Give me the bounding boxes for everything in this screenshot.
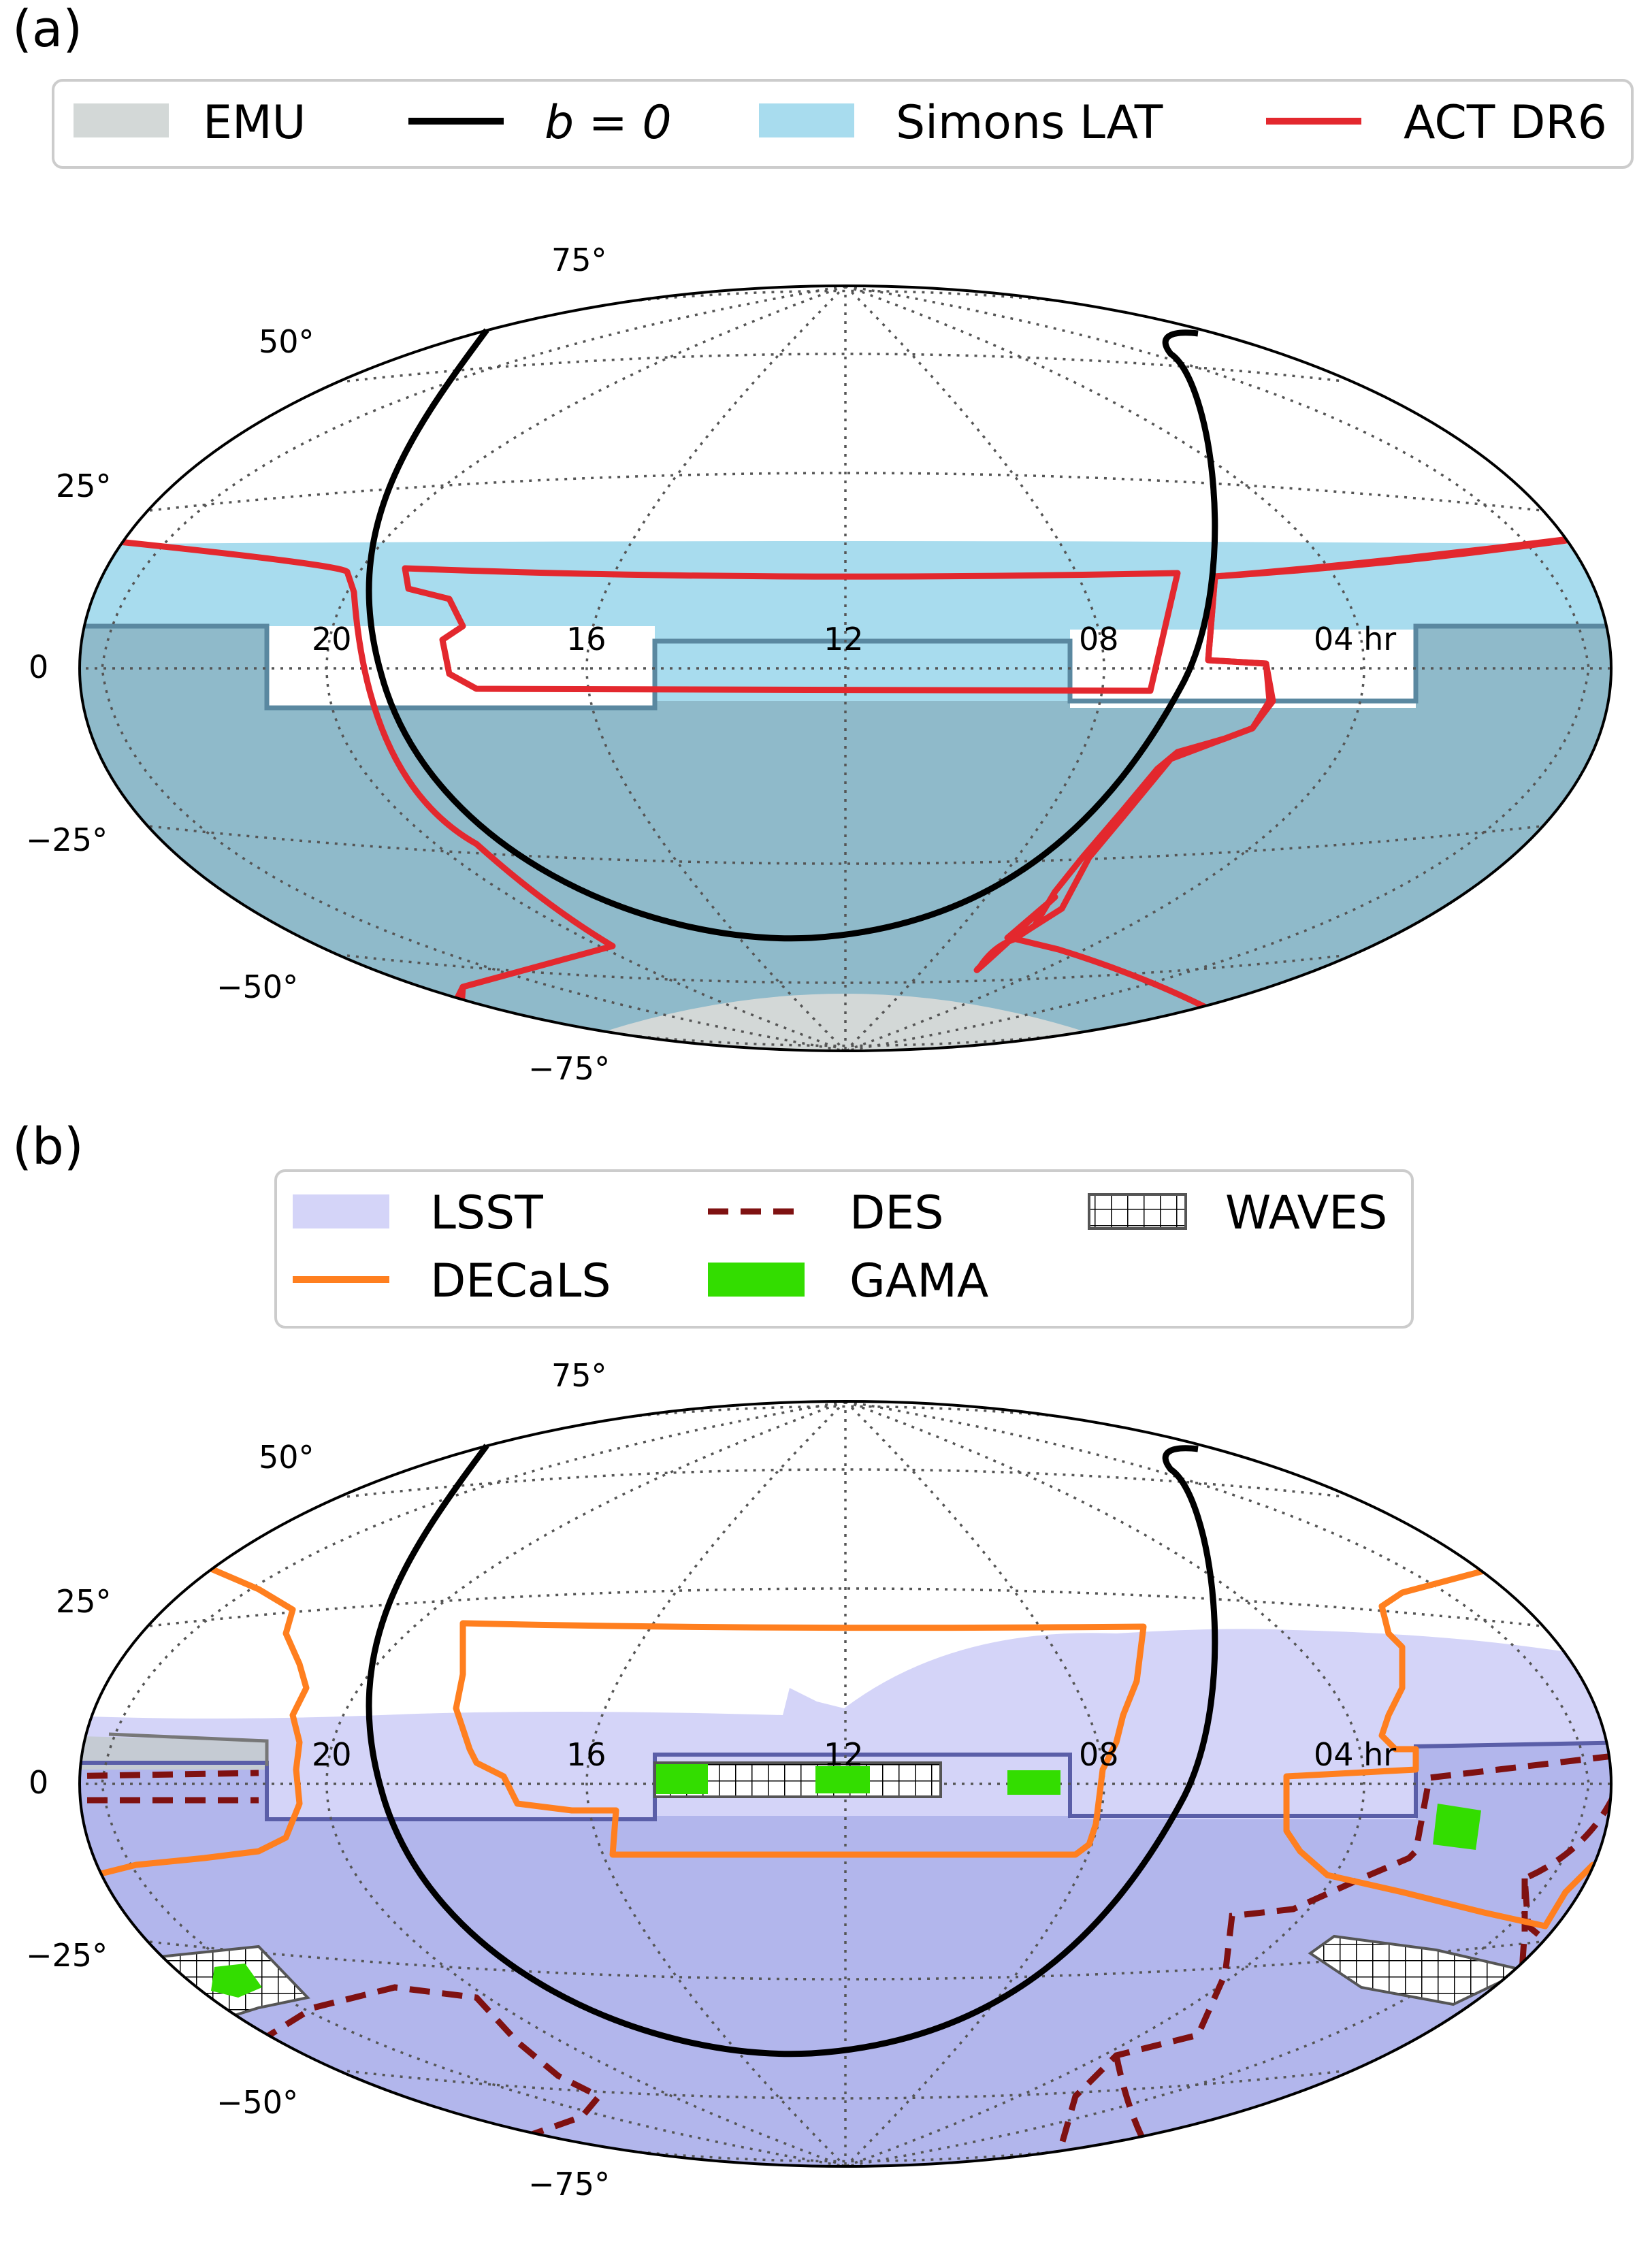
simons-lat-footprint <box>80 541 1611 701</box>
graticule-a <box>80 286 1611 1051</box>
lat-tick-25-a: 25° <box>56 468 112 504</box>
gama-g02 <box>1433 1804 1481 1850</box>
ra-tick-12-b: 12 <box>824 1736 864 1773</box>
ra-tick-20-b: 20 <box>312 1736 352 1773</box>
panel-a-label: (a) <box>12 0 82 59</box>
ra-tick-08-b: 08 <box>1079 1736 1119 1773</box>
lat-tick-0-a: 0 <box>29 649 48 685</box>
legend-swatch-gama <box>708 1263 805 1297</box>
lat-tick-m50-b: −50° <box>216 2084 298 2121</box>
legend-a: EMU b = 0 Simons LAT ACT DR6 <box>52 79 1634 169</box>
lat-tick-25-b: 25° <box>56 1583 112 1620</box>
lat-tick-0-b: 0 <box>29 1764 48 1801</box>
ra-tick-04-a: 04 hr <box>1314 621 1396 657</box>
legend-label-des: DES <box>849 1186 944 1240</box>
ra-tick-16-a: 16 <box>566 621 606 657</box>
legend-swatch-emu <box>74 103 169 137</box>
legend-label-simons: Simons LAT <box>896 96 1163 150</box>
galactic-plane-a <box>366 328 1218 942</box>
ra-tick-16-b: 16 <box>566 1736 606 1773</box>
lat-tick-m50-a: −50° <box>216 969 298 1005</box>
legend-label-bplane: b = 0 <box>545 96 672 150</box>
panel-b-label: (b) <box>12 1118 84 1176</box>
lat-tick-75-a: 75° <box>551 242 607 278</box>
des-boundary <box>80 1753 1611 2166</box>
ra-tick-08-a: 08 <box>1079 621 1119 657</box>
lat-tick-m25-b: −25° <box>26 1937 108 1974</box>
gama-g23 <box>211 1964 262 1998</box>
ra-tick-20-a: 20 <box>312 621 352 657</box>
legend-swatch-simons <box>759 103 854 137</box>
ra-tick-12-a: 12 <box>824 621 864 657</box>
legend-label-act: ACT DR6 <box>1404 96 1607 150</box>
legend-b: LSST DES WAVES DECaLS GAMA <box>274 1169 1414 1329</box>
emu-simons-overlap <box>80 626 1611 1051</box>
gama-g09 <box>1007 1770 1060 1795</box>
ra-tick-04-b: 04 hr <box>1314 1736 1396 1773</box>
panel-b: (b) LSST DES WAVES DECaLS GAMA <box>12 1118 1613 2202</box>
lat-tick-m25-a: −25° <box>26 821 108 858</box>
legend-label-lsst: LSST <box>430 1186 543 1240</box>
legend-swatch-lsst <box>293 1194 389 1228</box>
decals-boundary <box>80 1562 1611 1930</box>
legend-label-emu: EMU <box>203 96 306 150</box>
legend-label-waves: WAVES <box>1225 1186 1387 1240</box>
lat-tick-50-b: 50° <box>259 1439 314 1476</box>
lat-tick-m75-b: −75° <box>528 2166 610 2202</box>
lat-tick-m75-a: −75° <box>528 1050 610 1087</box>
lat-tick-50-a: 50° <box>259 323 314 360</box>
gama-g12 <box>815 1766 870 1793</box>
lsst-wfd <box>80 1742 1611 2166</box>
galactic-plane-b <box>366 1444 1218 2057</box>
panel-a: (a) EMU b = 0 Simons LAT ACT DR6 <box>12 0 1634 1087</box>
gama-g15 <box>656 1764 708 1794</box>
lat-tick-75-b: 75° <box>551 1357 607 1394</box>
legend-label-decals: DECaLS <box>430 1254 611 1308</box>
legend-label-gama: GAMA <box>849 1254 988 1308</box>
legend-swatch-waves <box>1088 1193 1187 1230</box>
